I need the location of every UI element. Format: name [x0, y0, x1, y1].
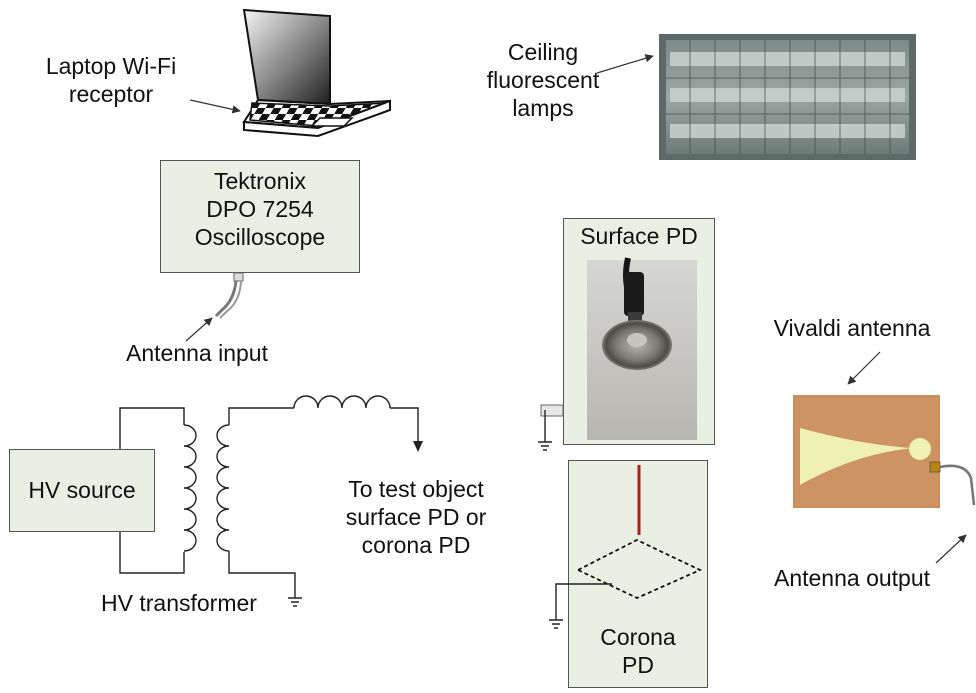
- surface-pd-photo: [587, 257, 697, 440]
- vivaldi-antenna-photo: [793, 395, 976, 508]
- vivaldi-antenna-label: Vivaldi antenna: [773, 315, 931, 341]
- lamps-label: Ceiling fluorescent lamps: [486, 39, 600, 122]
- hv-source-label: HV source: [28, 477, 136, 503]
- oscilloscope-box: [160, 160, 360, 273]
- laptop-label: Laptop Wi-Fi receptor: [45, 53, 177, 108]
- antenna-input-label: Antenna input: [126, 340, 268, 366]
- laptop-icon: [242, 8, 391, 138]
- surface-pd-label: Surface PD: [580, 223, 698, 249]
- test-object-label: To test object surface PD or corona PD: [345, 476, 487, 559]
- antenna-output-label: Antenna output: [773, 565, 931, 591]
- oscilloscope-label: Tektronix DPO 7254 Oscilloscope: [194, 168, 326, 251]
- lamps-photo: [659, 34, 916, 160]
- corona-pd-label: Corona PD: [600, 624, 676, 679]
- hv-source-box: [9, 449, 155, 532]
- hv-circuit: [119, 395, 419, 598]
- hv-transformer-label: HV transformer: [101, 590, 257, 616]
